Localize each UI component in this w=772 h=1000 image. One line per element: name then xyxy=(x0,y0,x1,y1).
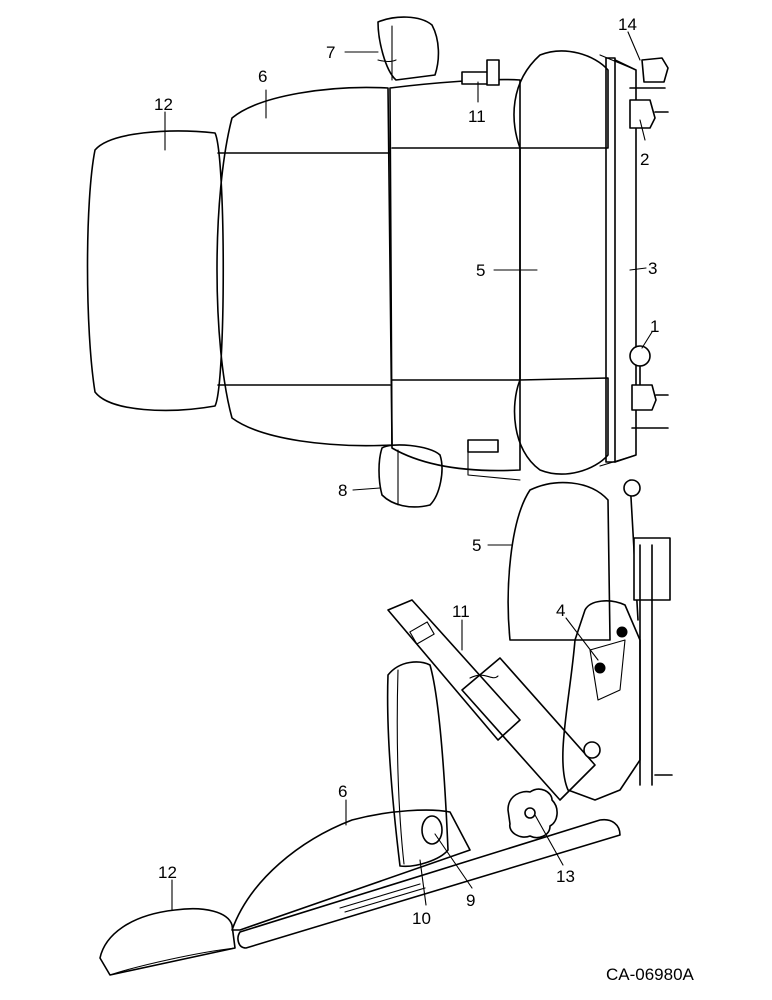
callout-10: 10 xyxy=(412,909,431,928)
callout-4: 4 xyxy=(556,601,565,620)
callout-14: 14 xyxy=(618,15,637,34)
callout-13: 13 xyxy=(556,867,575,886)
callout-9: 9 xyxy=(466,891,475,910)
callout-11-top: 11 xyxy=(468,107,486,126)
callout-7: 7 xyxy=(326,43,335,62)
callout-3: 3 xyxy=(648,259,657,278)
callout-12-top: 12 xyxy=(154,95,173,114)
armrest-side xyxy=(386,661,449,868)
front-view-seat xyxy=(86,16,669,508)
slide-latch-bottom xyxy=(631,384,657,411)
callout-12-bottom: 12 xyxy=(158,863,177,882)
backrest-side xyxy=(231,809,471,931)
callout-2: 2 xyxy=(640,150,649,169)
side-view-seat xyxy=(99,479,673,976)
seat-belt xyxy=(387,599,521,741)
callout-1: 1 xyxy=(650,317,659,336)
backrest-front xyxy=(216,86,393,447)
callout-6-bottom: 6 xyxy=(338,782,347,801)
callout-11-bottom: 11 xyxy=(452,602,470,621)
armrest-bottom xyxy=(378,444,443,508)
cushion-side xyxy=(507,481,611,641)
drawing-code: CA-06980A xyxy=(606,965,695,984)
callout-5-top: 5 xyxy=(476,261,485,280)
headrest-front xyxy=(86,130,225,412)
armrest-top xyxy=(377,16,440,81)
leader-lines xyxy=(164,31,653,911)
callout-labels: 14 7 6 12 11 2 5 3 1 8 5 4 11 6 12 9 13 … xyxy=(154,15,659,928)
headrest-side xyxy=(99,907,236,976)
callout-8: 8 xyxy=(338,481,347,500)
cushion-front xyxy=(389,78,521,472)
callout-5-bottom: 5 xyxy=(472,536,481,555)
slide-latch-top xyxy=(629,99,656,129)
callout-6-top: 6 xyxy=(258,67,267,86)
